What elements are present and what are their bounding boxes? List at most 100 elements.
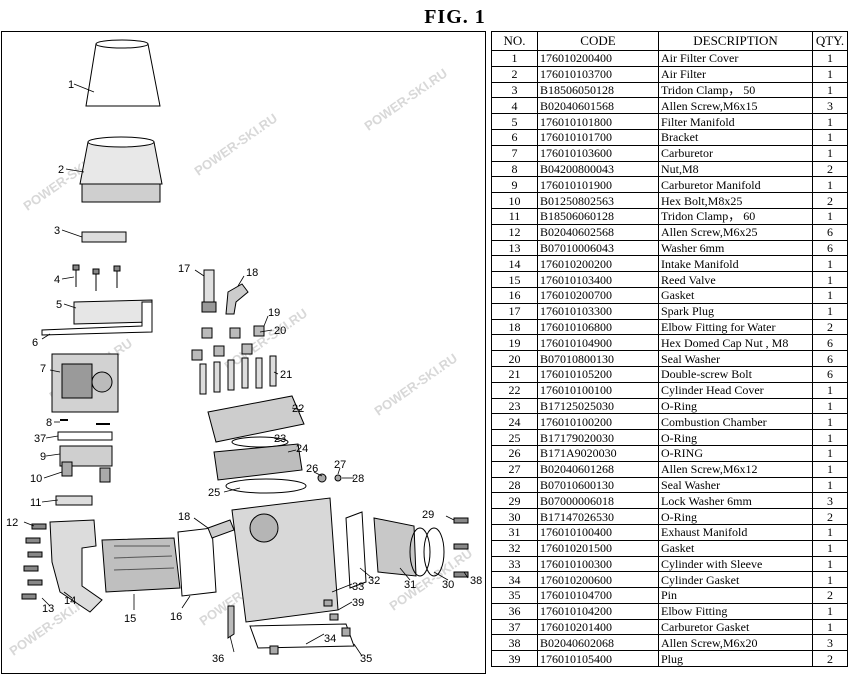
- cell-description: Combustion Chamber: [658, 413, 813, 431]
- cell-description: Bracket: [658, 128, 813, 146]
- cap-nuts-part: [191, 325, 265, 361]
- cell-qty: 2: [812, 650, 848, 668]
- cell-no: 11: [491, 207, 538, 225]
- cell-description: O-Ring: [658, 508, 813, 525]
- callout-30: 30: [442, 579, 454, 591]
- cell-no: 3: [491, 81, 538, 99]
- cell-qty: 1: [812, 176, 848, 194]
- cell-code: 176010103600: [537, 144, 659, 162]
- callout-5: 5: [56, 299, 62, 311]
- cell-qty: 1: [812, 476, 848, 494]
- cell-no: 5: [491, 113, 538, 130]
- cell-description: Nut,M8: [658, 160, 813, 178]
- cell-qty: 6: [812, 365, 848, 383]
- callout-12: 12: [6, 517, 18, 529]
- cell-qty: 2: [812, 508, 848, 525]
- cell-no: 28: [491, 476, 538, 494]
- cell-code: 176010103300: [537, 302, 659, 320]
- cell-no: 22: [491, 381, 538, 399]
- callout-38: 38: [470, 575, 482, 587]
- cell-code: 176010200600: [537, 571, 659, 589]
- callout-3: 3: [54, 225, 60, 237]
- cell-code: 176010104700: [537, 587, 659, 604]
- cell-code: B17179020030: [537, 429, 659, 446]
- callout-16: 16: [170, 611, 182, 623]
- cell-code: 176010101800: [537, 113, 659, 130]
- callout-20: 20: [274, 325, 286, 337]
- combustion-chamber-part: [213, 443, 303, 481]
- cell-no: 17: [491, 302, 538, 320]
- cell-no: 16: [491, 286, 538, 304]
- callout-10: 10: [30, 473, 42, 485]
- cell-description: Tridon Clamp， 60: [658, 207, 813, 225]
- cell-no: 19: [491, 334, 538, 352]
- callout-8: 8: [46, 417, 52, 429]
- header-qty: QTY.: [812, 31, 848, 51]
- cell-qty: 1: [812, 413, 848, 431]
- exploded-parts-diagram: POWER-SKI.RU POWER-SKI.RU POWER-SKI.RU P…: [1, 31, 486, 674]
- callout-29: 29: [422, 509, 434, 521]
- cell-qty: 1: [812, 618, 848, 636]
- cell-description: Gasket: [658, 286, 813, 304]
- cell-description: Allen Screw,M6x25: [658, 223, 813, 241]
- cell-code: 176010200700: [537, 286, 659, 304]
- cell-description: Gasket: [658, 539, 813, 557]
- cell-qty: 2: [812, 587, 848, 604]
- cell-qty: 1: [812, 113, 848, 130]
- cell-description: Cylinder Gasket: [658, 571, 813, 589]
- cell-qty: 2: [812, 318, 848, 336]
- parts-drawing: 1 2 3 4 5 6 7 8 37 9 10 11 12 13 14 15 1…: [6, 39, 482, 665]
- cell-qty: 1: [812, 65, 848, 83]
- cell-description: O-Ring: [658, 397, 813, 415]
- cell-code: B17125025030: [537, 397, 659, 415]
- cell-description: Carburetor Manifold: [658, 176, 813, 194]
- cell-no: 35: [491, 587, 538, 604]
- cell-code: B07010800130: [537, 350, 659, 367]
- cell-code: B04200800043: [537, 160, 659, 178]
- cell-description: Cylinder with Sleeve: [658, 555, 813, 573]
- intake-manifold-part: [49, 519, 103, 613]
- cell-description: Hex Bolt,M8x25: [658, 192, 813, 209]
- cell-description: Lock Washer 6mm: [658, 492, 813, 510]
- cell-description: Tridon Clamp， 50: [658, 81, 813, 99]
- figure-title: FIG. 1: [424, 6, 486, 28]
- cell-description: Seal Washer: [658, 476, 813, 494]
- cell-description: Double-screw Bolt: [658, 365, 813, 383]
- header-code: CODE: [537, 31, 659, 51]
- cell-no: 34: [491, 571, 538, 589]
- cell-description: Washer 6mm: [658, 239, 813, 257]
- cell-qty: 1: [812, 128, 848, 146]
- exhaust-manifold-part: [373, 517, 417, 577]
- callout-33: 33: [352, 581, 364, 593]
- cell-no: 33: [491, 555, 538, 573]
- cell-description: Filter Manifold: [658, 113, 813, 130]
- callout-17: 17: [178, 263, 190, 275]
- cell-no: 4: [491, 97, 538, 115]
- callout-15: 15: [124, 613, 136, 625]
- cell-no: 39: [491, 650, 538, 668]
- cell-no: 20: [491, 350, 538, 367]
- cell-code: 176010103700: [537, 65, 659, 83]
- cell-code: B171A9020030: [537, 444, 659, 462]
- cell-description: Plug: [658, 650, 813, 668]
- cell-qty: 1: [812, 286, 848, 304]
- cell-code: 176010200400: [537, 50, 659, 67]
- callout-32: 32: [368, 575, 380, 587]
- cell-code: 176010200200: [537, 255, 659, 273]
- cell-description: Allen Screw,M6x20: [658, 634, 813, 652]
- cell-qty: 6: [812, 334, 848, 352]
